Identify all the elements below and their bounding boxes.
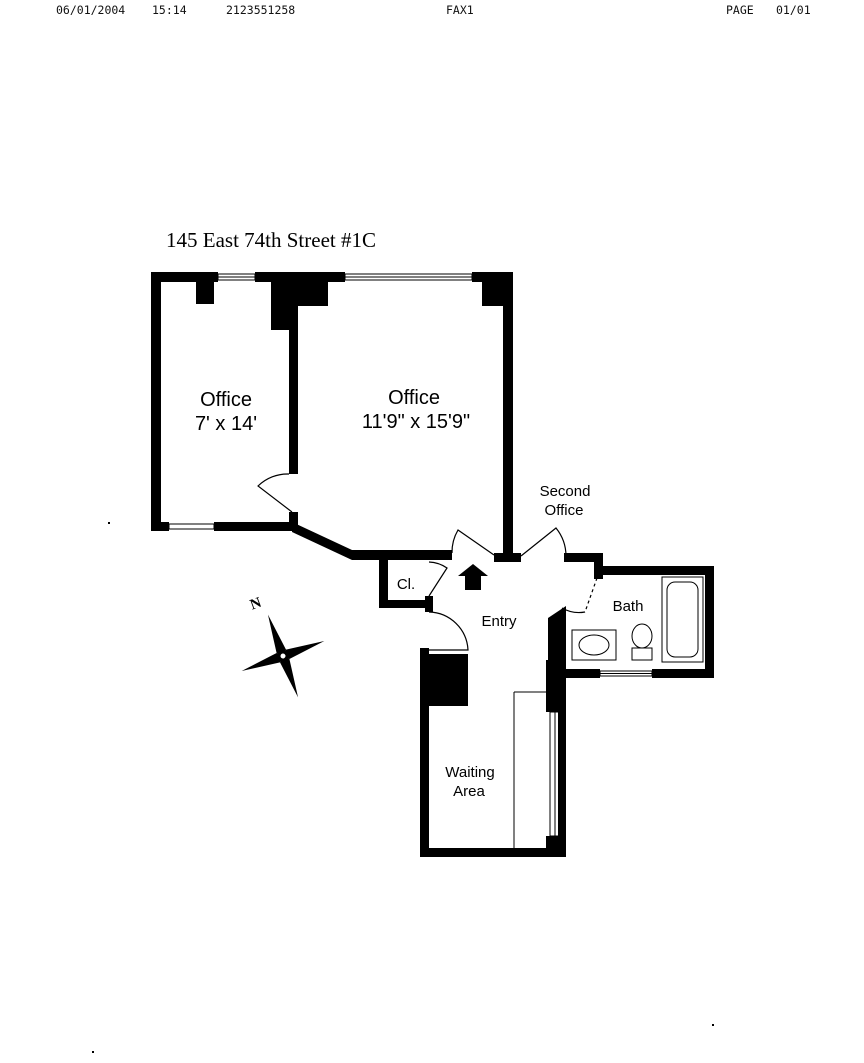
fax-date: 06/01/2004 xyxy=(56,3,126,17)
wall-divider xyxy=(289,282,298,474)
label-bath: Bath xyxy=(613,598,644,615)
pier-waiting xyxy=(429,654,468,706)
label-waiting-2: Area xyxy=(453,783,485,800)
label-second-office-1: Second xyxy=(540,483,591,500)
wall-bath-bottom-left xyxy=(548,669,600,678)
wall-closet-door-jamb xyxy=(425,596,433,612)
fax-phone: 2123551258 xyxy=(226,3,296,17)
label-second-office-2: Office xyxy=(545,502,584,519)
pier-large-office-1 xyxy=(298,282,328,306)
fixtures xyxy=(427,576,704,848)
label-entry: Entry xyxy=(481,613,517,630)
plan-title: 145 East 74th Street #1C xyxy=(166,228,376,252)
wall-waiting-right xyxy=(558,660,566,857)
wall-bath-inner xyxy=(548,606,566,668)
pier-large-office-2 xyxy=(482,282,504,306)
label-closet: Cl. xyxy=(397,576,415,593)
label-waiting-1: Waiting xyxy=(445,764,494,781)
wall-waiting-left xyxy=(420,648,429,857)
fax-time: 15:14 xyxy=(152,3,187,17)
wall-waiting-bottom xyxy=(420,848,563,857)
wall-large-office-top-right xyxy=(472,272,513,282)
door-second-office xyxy=(520,527,567,557)
label-office-large-dims: 11'9" x 15'9" xyxy=(362,411,470,433)
walls xyxy=(151,272,714,857)
wall-entry-top-left xyxy=(352,550,452,560)
fax-id: FAX1 xyxy=(446,3,474,17)
compass-north-label: N xyxy=(248,595,264,614)
label-office-small: Office xyxy=(200,389,252,411)
door-small-office xyxy=(257,473,293,513)
wall-diagonal xyxy=(292,522,352,560)
toilet xyxy=(631,623,653,649)
bathtub xyxy=(661,576,704,663)
wall-small-office-bottom-left xyxy=(151,522,169,531)
wall-bath-right xyxy=(705,566,714,678)
fax-page-label: PAGE xyxy=(726,3,754,17)
door-bath xyxy=(584,577,598,613)
wall-large-office-top-left xyxy=(289,272,345,282)
wall-bath-top xyxy=(594,566,714,575)
wall-small-office-bottom-right xyxy=(214,522,292,531)
windows xyxy=(168,273,653,837)
wall-bath-top-left xyxy=(564,553,602,562)
wall-entry-top-right xyxy=(494,553,521,562)
room-labels: Office 7' x 14' Office 11'9" x 15'9" Sec… xyxy=(195,387,643,800)
label-office-small-dims: 7' x 14' xyxy=(195,413,257,435)
fax-header: 06/01/2004 15:14 2123551258 FAX1 PAGE 01… xyxy=(0,3,864,19)
wall-closet-left xyxy=(379,560,388,608)
wall-bath-left-upper xyxy=(594,553,603,579)
wall-large-office-right xyxy=(503,272,513,562)
door-bath-arc xyxy=(561,607,586,614)
fax-page-number: 01/01 xyxy=(776,3,811,17)
wall-small-office-top-left xyxy=(151,272,218,282)
wall-bath-bottom-right xyxy=(652,669,714,678)
wall-small-office-top-right xyxy=(255,272,298,282)
door-large-office xyxy=(451,529,495,556)
entry-arrow-icon xyxy=(458,564,488,590)
doors xyxy=(257,473,598,651)
sink xyxy=(571,629,617,661)
window-small-office-bottom xyxy=(168,523,215,530)
label-office-large: Office xyxy=(388,387,440,409)
wall-closet-bottom xyxy=(379,600,432,608)
pier-waiting-corner xyxy=(546,836,563,857)
door-closet xyxy=(428,561,448,597)
wall-small-office-left xyxy=(151,272,161,531)
compass-rose-icon xyxy=(241,614,325,698)
pier-small-office-1 xyxy=(196,282,214,304)
wall-divider-stub xyxy=(289,512,298,526)
door-entry-to-waiting xyxy=(428,611,469,651)
fax-specks xyxy=(92,522,714,1053)
